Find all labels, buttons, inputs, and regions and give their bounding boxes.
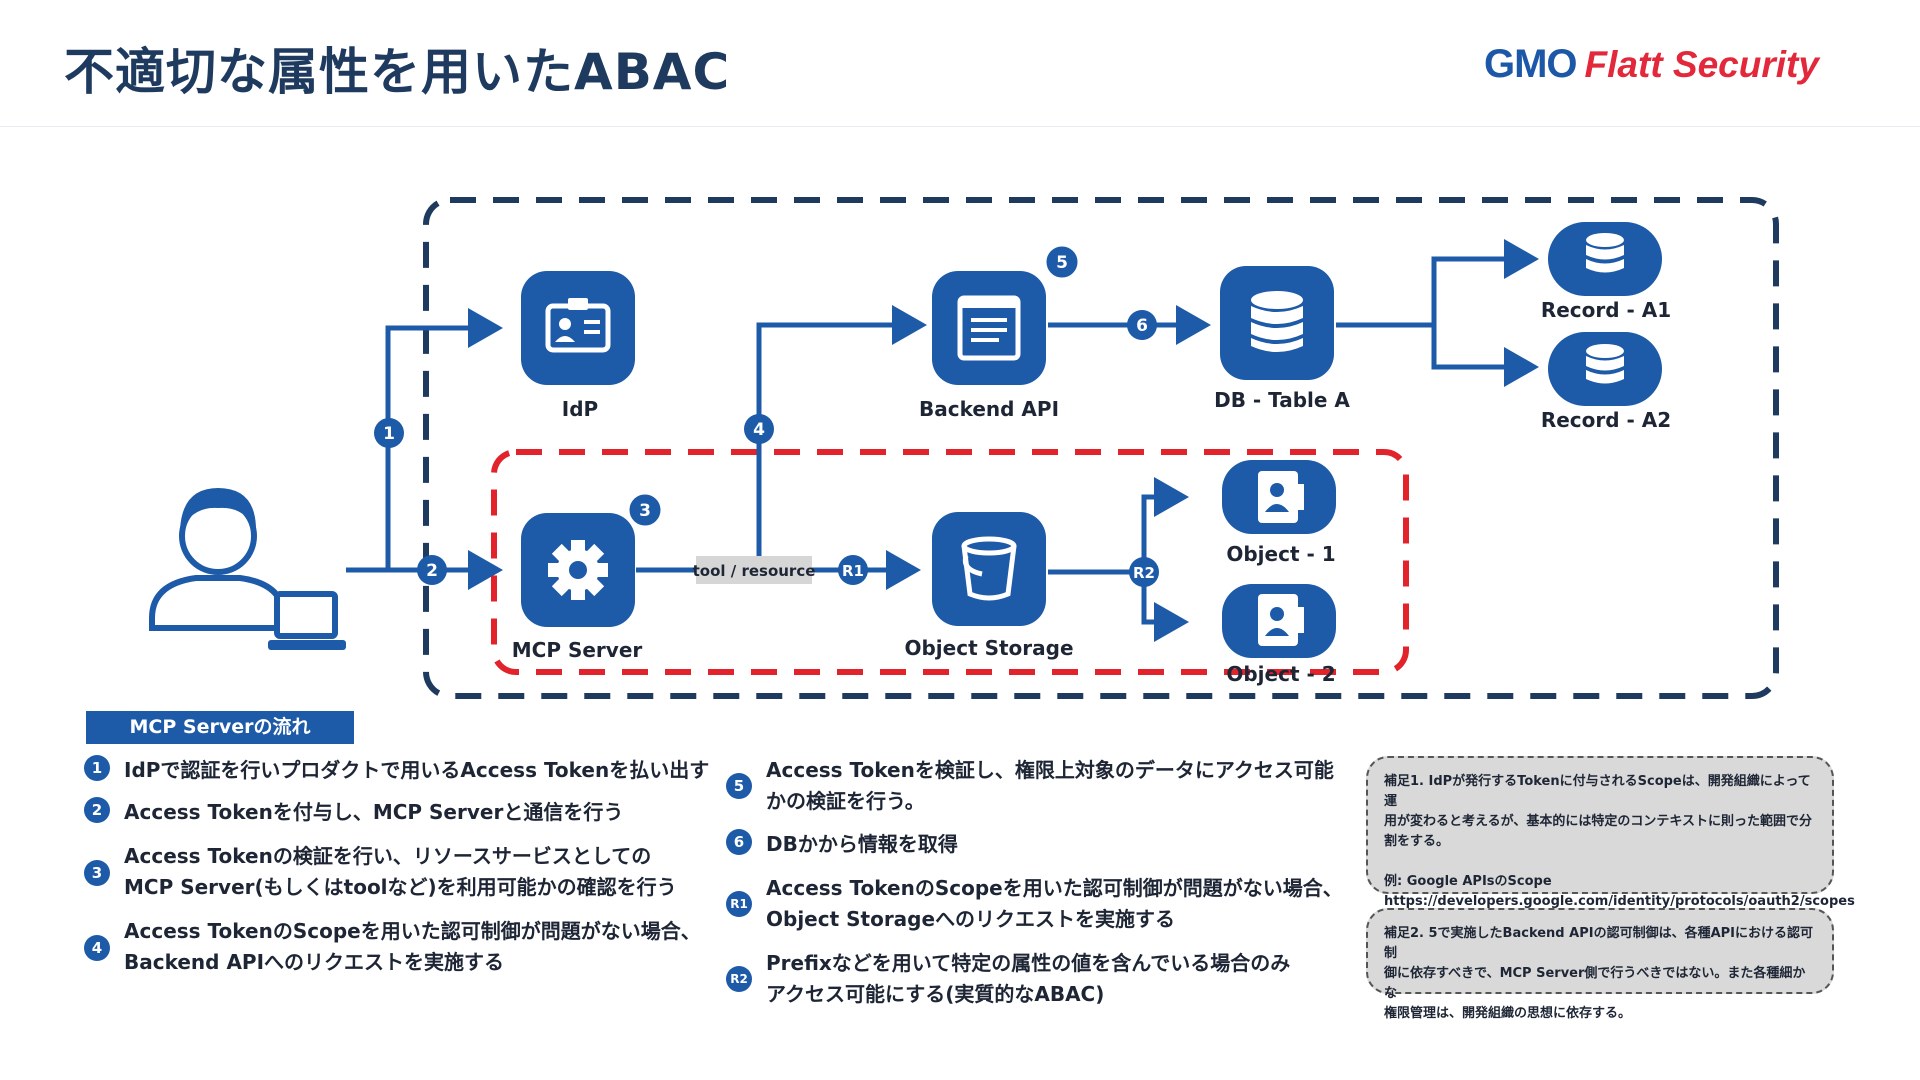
step-3: 3 Access Tokenの検証を行い、リソースサービスとしての MCP Se… xyxy=(84,841,677,903)
step-4-badge: 4 xyxy=(84,935,110,961)
step-5: 5 Access Tokenを検証し、権限上対象のデータにアクセス可能 かの検証… xyxy=(726,755,1334,817)
bucket-icon xyxy=(961,536,1017,601)
id-card-icon xyxy=(545,298,611,353)
step-3-badge: 3 xyxy=(84,860,110,886)
idp-node xyxy=(521,271,635,385)
header-divider xyxy=(0,126,1920,127)
tool-resource-label: tool / resource xyxy=(693,562,816,580)
trust-boundary-outer xyxy=(423,197,1779,699)
object-storage-label: Object Storage xyxy=(904,636,1073,660)
database-icon xyxy=(1586,344,1624,384)
step-r1-badge: R1 xyxy=(726,891,752,917)
step-6: 6 DBかから情報を取得 xyxy=(726,829,958,860)
object-storage-node xyxy=(932,512,1046,626)
step-r2-badge: R2 xyxy=(726,966,752,992)
record-a2-label: Record - A2 xyxy=(1541,408,1671,432)
object-1-node xyxy=(1222,460,1336,534)
arrow-to-backend xyxy=(756,305,927,570)
gear-icon xyxy=(548,540,608,600)
browser-window-icon xyxy=(957,295,1021,361)
arrow-storage-to-objects xyxy=(1048,494,1184,575)
object-file-icon xyxy=(1258,471,1304,523)
step-r2: R2 Prefixなどを用いて特定の属性の値を含んでいる場合のみ アクセス可能に… xyxy=(726,948,1290,1010)
tool-resource-label-bg xyxy=(696,556,812,584)
flow-box-title: MCP Serverの流れ xyxy=(86,711,354,744)
step-6-text: DBかから情報を取得 xyxy=(766,832,958,856)
record-a1-node xyxy=(1548,222,1662,296)
arrow-user-to-idp xyxy=(346,308,503,573)
step-r1: R1 Access TokenのScopeを用いた認可制御が問題がない場合、 O… xyxy=(726,873,1343,935)
flow-badge-3-text: 3 xyxy=(639,501,651,521)
flow-badge-1 xyxy=(374,418,404,448)
user-with-laptop-icon xyxy=(149,488,346,650)
step-2-text: Access Tokenを付与し、MCP Serverと通信を行う xyxy=(124,800,624,824)
flow-badge-6 xyxy=(1127,310,1157,340)
flow-badge-4-text: 4 xyxy=(753,420,765,440)
db-table-a-label: DB - Table A xyxy=(1214,388,1350,412)
step-3-text: Access Tokenの検証を行い、リソースサービスとしての MCP Serv… xyxy=(124,844,677,899)
logo-gmo: GMO xyxy=(1484,42,1578,86)
flow-badge-2 xyxy=(417,555,447,585)
flow-badge-3 xyxy=(626,491,664,529)
logo-flatt-security: Flatt Security xyxy=(1584,44,1819,85)
step-1-badge: 1 xyxy=(84,755,110,781)
db-table-a-node xyxy=(1220,266,1334,380)
flow-badge-r2 xyxy=(1129,557,1159,587)
step-1-text: IdPで認証を行いプロダクトで用いるAccess Tokenを払い出す xyxy=(124,758,710,782)
mcp-server-label: MCP Server xyxy=(512,638,643,662)
backend-api-label: Backend API xyxy=(919,397,1059,421)
idp-label: IdP xyxy=(562,397,598,421)
flow-badge-r2-text: R2 xyxy=(1133,564,1155,582)
step-5-badge: 5 xyxy=(726,773,752,799)
step-1: 1 IdPで認証を行いプロダクトで用いるAccess Tokenを払い出す xyxy=(84,755,709,786)
step-r1-text: Access TokenのScopeを用いた認可制御が問題がない場合、 Obje… xyxy=(766,876,1343,931)
flow-badge-6-text: 6 xyxy=(1136,316,1148,336)
record-a1-label: Record - A1 xyxy=(1541,298,1671,322)
step-5-text: Access Tokenを検証し、権限上対象のデータにアクセス可能 かの検証を行… xyxy=(766,758,1334,813)
step-r2-text: Prefixなどを用いて特定の属性の値を含んでいる場合のみ アクセス可能にする(… xyxy=(766,951,1291,1006)
flow-badge-1-text: 1 xyxy=(383,424,395,444)
step-6-badge: 6 xyxy=(726,829,752,855)
step-4-text: Access TokenのScopeを用いた認可制御が問題がない場合、 Back… xyxy=(124,919,701,974)
page-title: 不適切な属性を用いたABAC xyxy=(64,43,731,101)
flow-badge-5-text: 5 xyxy=(1056,253,1068,273)
step-2: 2 Access Tokenを付与し、MCP Serverと通信を行う xyxy=(84,797,623,828)
object-2-node xyxy=(1222,584,1336,658)
mcp-server-node xyxy=(521,513,635,627)
record-a2-node xyxy=(1548,332,1662,406)
arrow-db-to-records xyxy=(1336,256,1534,367)
object-file-icon xyxy=(1258,594,1304,646)
step-2-badge: 2 xyxy=(84,797,110,823)
database-icon xyxy=(1251,291,1303,352)
database-icon xyxy=(1586,233,1624,273)
arrow-storage-to-object-2 xyxy=(1141,572,1189,642)
note-2: 補足2. 5で実施したBackend APIの認可制御は、各種APIにおける認可… xyxy=(1366,908,1834,1021)
flow-badges: 1 2 3 4 5 6 R1 R2 xyxy=(374,243,1159,587)
flow-badge-5 xyxy=(1043,243,1081,281)
backend-api-node xyxy=(932,271,1046,385)
object-2-label: Object - 2 xyxy=(1226,662,1335,686)
flow-badge-r1-text: R1 xyxy=(842,562,864,580)
object-1-label: Object - 1 xyxy=(1226,542,1335,566)
flow-badge-4 xyxy=(744,414,774,444)
mcp-boundary-red xyxy=(491,449,1409,675)
flow-badge-r1 xyxy=(838,555,868,585)
step-4: 4 Access TokenのScopeを用いた認可制御が問題がない場合、 Ba… xyxy=(84,916,701,978)
flow-badge-2-text: 2 xyxy=(426,561,438,581)
note-1: 補足1. IdPが発行するTokenに付与されるScopeは、開発組織によって運… xyxy=(1366,756,1855,909)
